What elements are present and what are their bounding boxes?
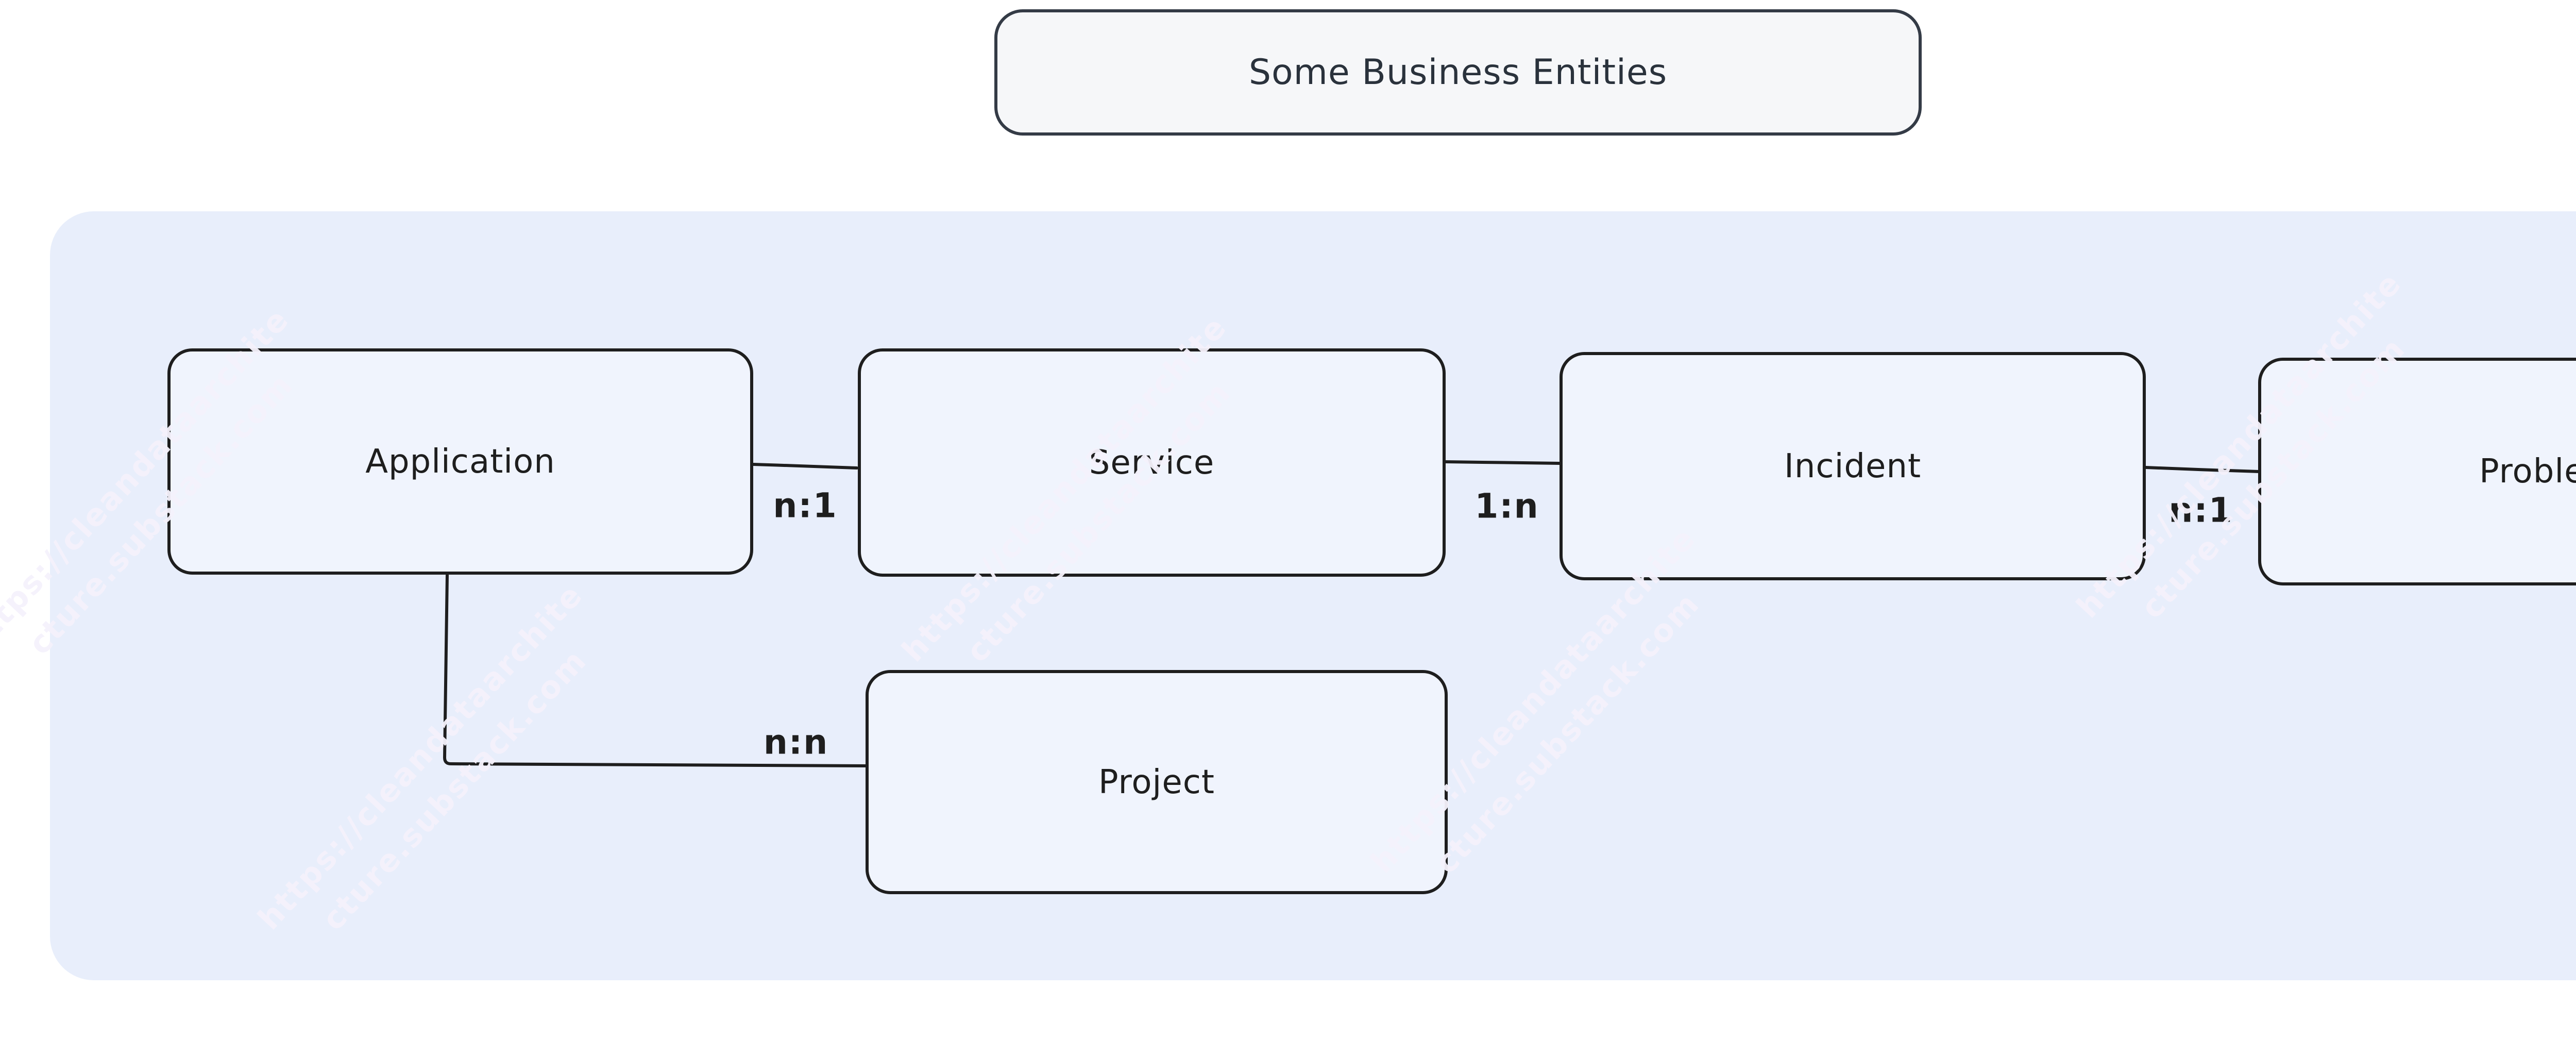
cardinality-application-project: n:n	[763, 722, 829, 762]
entity-service: Service	[858, 348, 1446, 577]
entity-application-label: Application	[365, 442, 555, 481]
cardinality-service-incident: 1:n	[1475, 486, 1539, 526]
entity-service-label: Service	[1089, 443, 1215, 482]
cardinality-incident-problem: n:1	[2168, 490, 2233, 530]
entity-incident-label: Incident	[1784, 447, 1922, 485]
cardinality-application-service: n:1	[773, 485, 838, 526]
entity-problem: Problem	[2258, 358, 2576, 585]
diagram-title: Some Business Entities	[1248, 52, 1668, 93]
entity-project-label: Project	[1098, 763, 1215, 801]
entity-problem-label: Problem	[2479, 453, 2576, 491]
entity-project: Project	[866, 670, 1448, 894]
diagram-title-box: Some Business Entities	[994, 9, 1922, 136]
entity-application: Application	[167, 348, 753, 575]
entity-incident: Incident	[1560, 352, 2146, 580]
